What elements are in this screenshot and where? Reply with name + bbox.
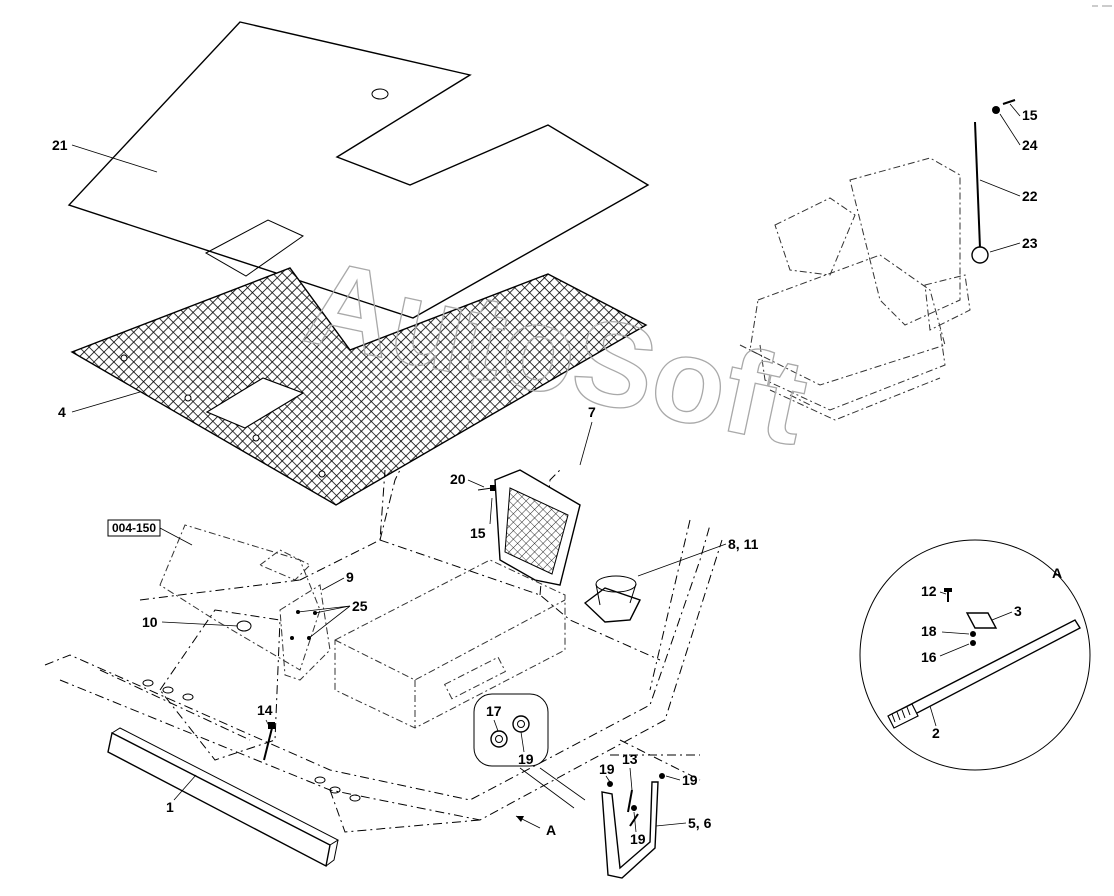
frame-slots <box>142 679 361 802</box>
callout-1: 1 <box>166 799 174 815</box>
reference-tag[interactable]: 004-150 <box>107 519 193 546</box>
callout-13: 13 <box>622 751 638 767</box>
callout-12: 12 <box>921 583 937 599</box>
callout-19d: 19 <box>682 772 698 788</box>
detail-a-label: A <box>1052 565 1062 581</box>
callout-19b: 19 <box>599 761 615 777</box>
callout-19c: 19 <box>630 831 646 847</box>
view-arrow-label: A <box>546 822 556 838</box>
callout-14: 14 <box>257 702 273 718</box>
fastener-inset <box>473 693 586 809</box>
callout-16: 16 <box>921 649 937 665</box>
svg-text:004-150: 004-150 <box>112 521 156 535</box>
callout-2: 2 <box>932 725 940 741</box>
cup-holder <box>583 575 641 623</box>
callout-22: 22 <box>1022 188 1038 204</box>
screw-14 <box>263 722 275 761</box>
grille-panel <box>494 469 581 586</box>
callout-5-6: 5, 6 <box>688 815 712 831</box>
callout-17: 17 <box>486 703 502 719</box>
floor-mat-sheet <box>67 21 650 319</box>
callout-21: 21 <box>52 137 68 153</box>
callout-23: 23 <box>1022 235 1038 251</box>
console-box <box>334 559 566 729</box>
callout-15b: 15 <box>1022 107 1038 123</box>
kick-plate <box>107 727 340 868</box>
callout-10: 10 <box>142 614 158 630</box>
cab-frame <box>44 469 723 833</box>
callout-15a: 15 <box>470 525 486 541</box>
mount-bracket <box>159 524 321 671</box>
callout-19a: 19 <box>518 751 534 767</box>
callout-20: 20 <box>450 471 466 487</box>
grab-handle <box>601 773 665 879</box>
grille-bolt <box>477 485 496 491</box>
callout-8-11: 8, 11 <box>728 536 759 552</box>
tread-plate <box>70 267 648 506</box>
callout-18: 18 <box>921 623 937 639</box>
callout-labels: 21 4 7 20 15 8, 11 9 25 10 14 1 17 19 19… <box>52 103 1062 847</box>
callout-9: 9 <box>346 569 354 585</box>
detail-a-circle <box>859 539 1091 771</box>
callout-7: 7 <box>588 404 596 420</box>
seat-belt-rod <box>971 99 1016 264</box>
callout-25: 25 <box>352 598 368 614</box>
callout-24: 24 <box>1022 137 1038 153</box>
callout-3: 3 <box>1014 603 1022 619</box>
operator-seat <box>739 157 971 421</box>
callout-4: 4 <box>58 404 66 420</box>
